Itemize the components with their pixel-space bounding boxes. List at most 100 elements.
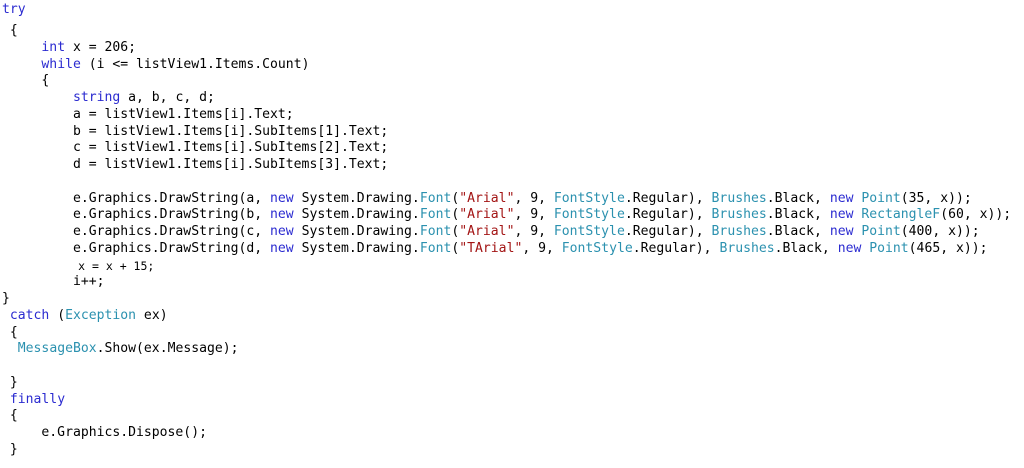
code-token: ( <box>451 224 460 239</box>
code-token: e.Graphics.DrawString(b, <box>2 207 271 223</box>
code-line: MessageBox.Show(ex.Message); <box>2 341 1011 358</box>
code-token-type: Font <box>419 207 452 223</box>
code-token: .Regular), <box>624 224 712 239</box>
code-token: x = 206; <box>65 39 137 55</box>
code-line <box>2 358 1011 375</box>
code-token-kw: string <box>72 90 121 105</box>
code-token: c = listView1.Items[i].SubItems[2].Text; <box>2 140 389 156</box>
code-token: { <box>2 23 18 38</box>
code-line: e.Graphics.Dispose(); <box>2 425 1011 442</box>
code-line: try <box>2 2 1011 23</box>
code-line: d = listView1.Items[i].SubItems[3].Text; <box>2 157 1011 174</box>
code-token-type: Point <box>861 190 901 206</box>
code-token-type: Point <box>861 224 901 239</box>
code-token: .Black, <box>766 190 830 206</box>
code-token: { <box>2 408 18 424</box>
code-token: ( <box>49 307 66 323</box>
code-token: } <box>2 374 18 390</box>
code-token-type: Font <box>419 190 452 206</box>
code-line: b = listView1.Items[i].SubItems[1].Text; <box>2 124 1011 141</box>
code-token: } <box>2 441 18 457</box>
code-token-str: "TArial" <box>459 240 523 256</box>
code-token-type: RectangleF <box>861 207 941 223</box>
code-token: { <box>2 324 18 340</box>
code-line: c = listView1.Items[i].SubItems[2].Text; <box>2 140 1011 157</box>
code-token: , 9, <box>514 190 554 206</box>
code-line: e.Graphics.DrawString(c, new System.Draw… <box>2 224 1011 241</box>
code-line: { <box>2 73 1011 90</box>
code-token-kw: new <box>270 190 294 206</box>
code-token-type: Brushes <box>711 190 767 206</box>
code-token-type: Exception <box>65 307 137 323</box>
code-token: e.Graphics.Dispose(); <box>2 425 207 440</box>
code-token: (60, x)); <box>940 207 1012 223</box>
code-token: System.Drawing. <box>293 224 420 239</box>
code-line: { <box>2 23 1011 40</box>
code-token-type: Font <box>419 240 452 256</box>
code-token: ( <box>451 240 460 256</box>
code-token: System.Drawing. <box>293 207 420 223</box>
code-line: catch (Exception ex) <box>2 308 1011 325</box>
code-token: (i <= listView1.Items.Count) <box>80 56 310 72</box>
code-token <box>2 90 73 105</box>
code-line: i++; <box>2 274 1011 291</box>
code-token-type: FontStyle <box>553 190 625 206</box>
code-token: System.Drawing. <box>293 190 420 206</box>
code-token: { <box>2 73 50 89</box>
code-line: } <box>2 291 1011 308</box>
code-token: .Show(ex.Message); <box>96 341 239 357</box>
code-token-kw: try <box>2 2 26 17</box>
code-editor: try { int x = 206; while (i <= listView1… <box>2 2 1011 459</box>
code-line: e.Graphics.DrawString(a, new System.Draw… <box>2 191 1011 208</box>
code-token-kw: new <box>270 240 294 256</box>
code-line: } <box>2 442 1011 459</box>
code-token: } <box>2 291 10 306</box>
code-token <box>2 308 10 323</box>
code-token: System.Drawing. <box>293 240 420 256</box>
code-token: (465, x)); <box>908 240 988 256</box>
code-token: ( <box>451 207 460 223</box>
code-line <box>2 174 1011 191</box>
code-token: (400, x)); <box>900 224 980 239</box>
code-token-kw: new <box>829 190 854 206</box>
code-token-kw: finally <box>9 391 66 407</box>
code-token-kw: new <box>829 224 854 239</box>
code-token: , 9, <box>514 224 554 239</box>
code-token <box>2 392 10 407</box>
code-token: a = listView1.Items[i].Text; <box>2 106 294 122</box>
code-line: { <box>2 408 1011 425</box>
code-line: { <box>2 325 1011 342</box>
code-token: a, b, c, d; <box>120 90 215 105</box>
code-token: b = listView1.Items[i].SubItems[1].Text; <box>2 123 389 139</box>
code-token-type: Font <box>419 224 452 239</box>
code-line: int x = 206; <box>2 40 1011 57</box>
code-token: ex) <box>136 307 168 323</box>
code-token: .Regular), <box>624 207 712 223</box>
code-token-kw: new <box>837 240 862 256</box>
code-token-kw: new <box>270 224 294 239</box>
code-token-type: FontStyle <box>553 224 625 239</box>
code-token <box>2 57 41 72</box>
code-token-type: FontStyle <box>553 207 625 223</box>
code-token <box>2 341 18 356</box>
code-token-type: Brushes <box>711 207 767 223</box>
code-token: .Regular), <box>632 240 720 256</box>
code-line: while (i <= listView1.Items.Count) <box>2 57 1011 74</box>
code-token: x = x + 15; <box>2 258 155 273</box>
code-token: d = listView1.Items[i].SubItems[3].Text; <box>2 157 389 172</box>
code-line: e.Graphics.DrawString(d, new System.Draw… <box>2 241 1011 258</box>
code-token-str: "Arial" <box>459 224 515 239</box>
code-token: (35, x)); <box>900 190 972 206</box>
code-token-type: FontStyle <box>561 240 633 256</box>
code-token-str: "Arial" <box>459 190 515 206</box>
code-line: e.Graphics.DrawString(b, new System.Draw… <box>2 207 1011 224</box>
code-token-kw: new <box>829 207 854 223</box>
code-token-kw: int <box>41 39 66 55</box>
code-token-type: Brushes <box>711 224 767 239</box>
code-token-kw: while <box>41 56 81 72</box>
code-line: a = listView1.Items[i].Text; <box>2 107 1011 124</box>
code-token: ( <box>451 190 460 206</box>
code-token-str: "Arial" <box>459 207 515 223</box>
code-token: i++; <box>2 274 105 290</box>
code-token: e.Graphics.DrawString(a, <box>2 190 271 206</box>
